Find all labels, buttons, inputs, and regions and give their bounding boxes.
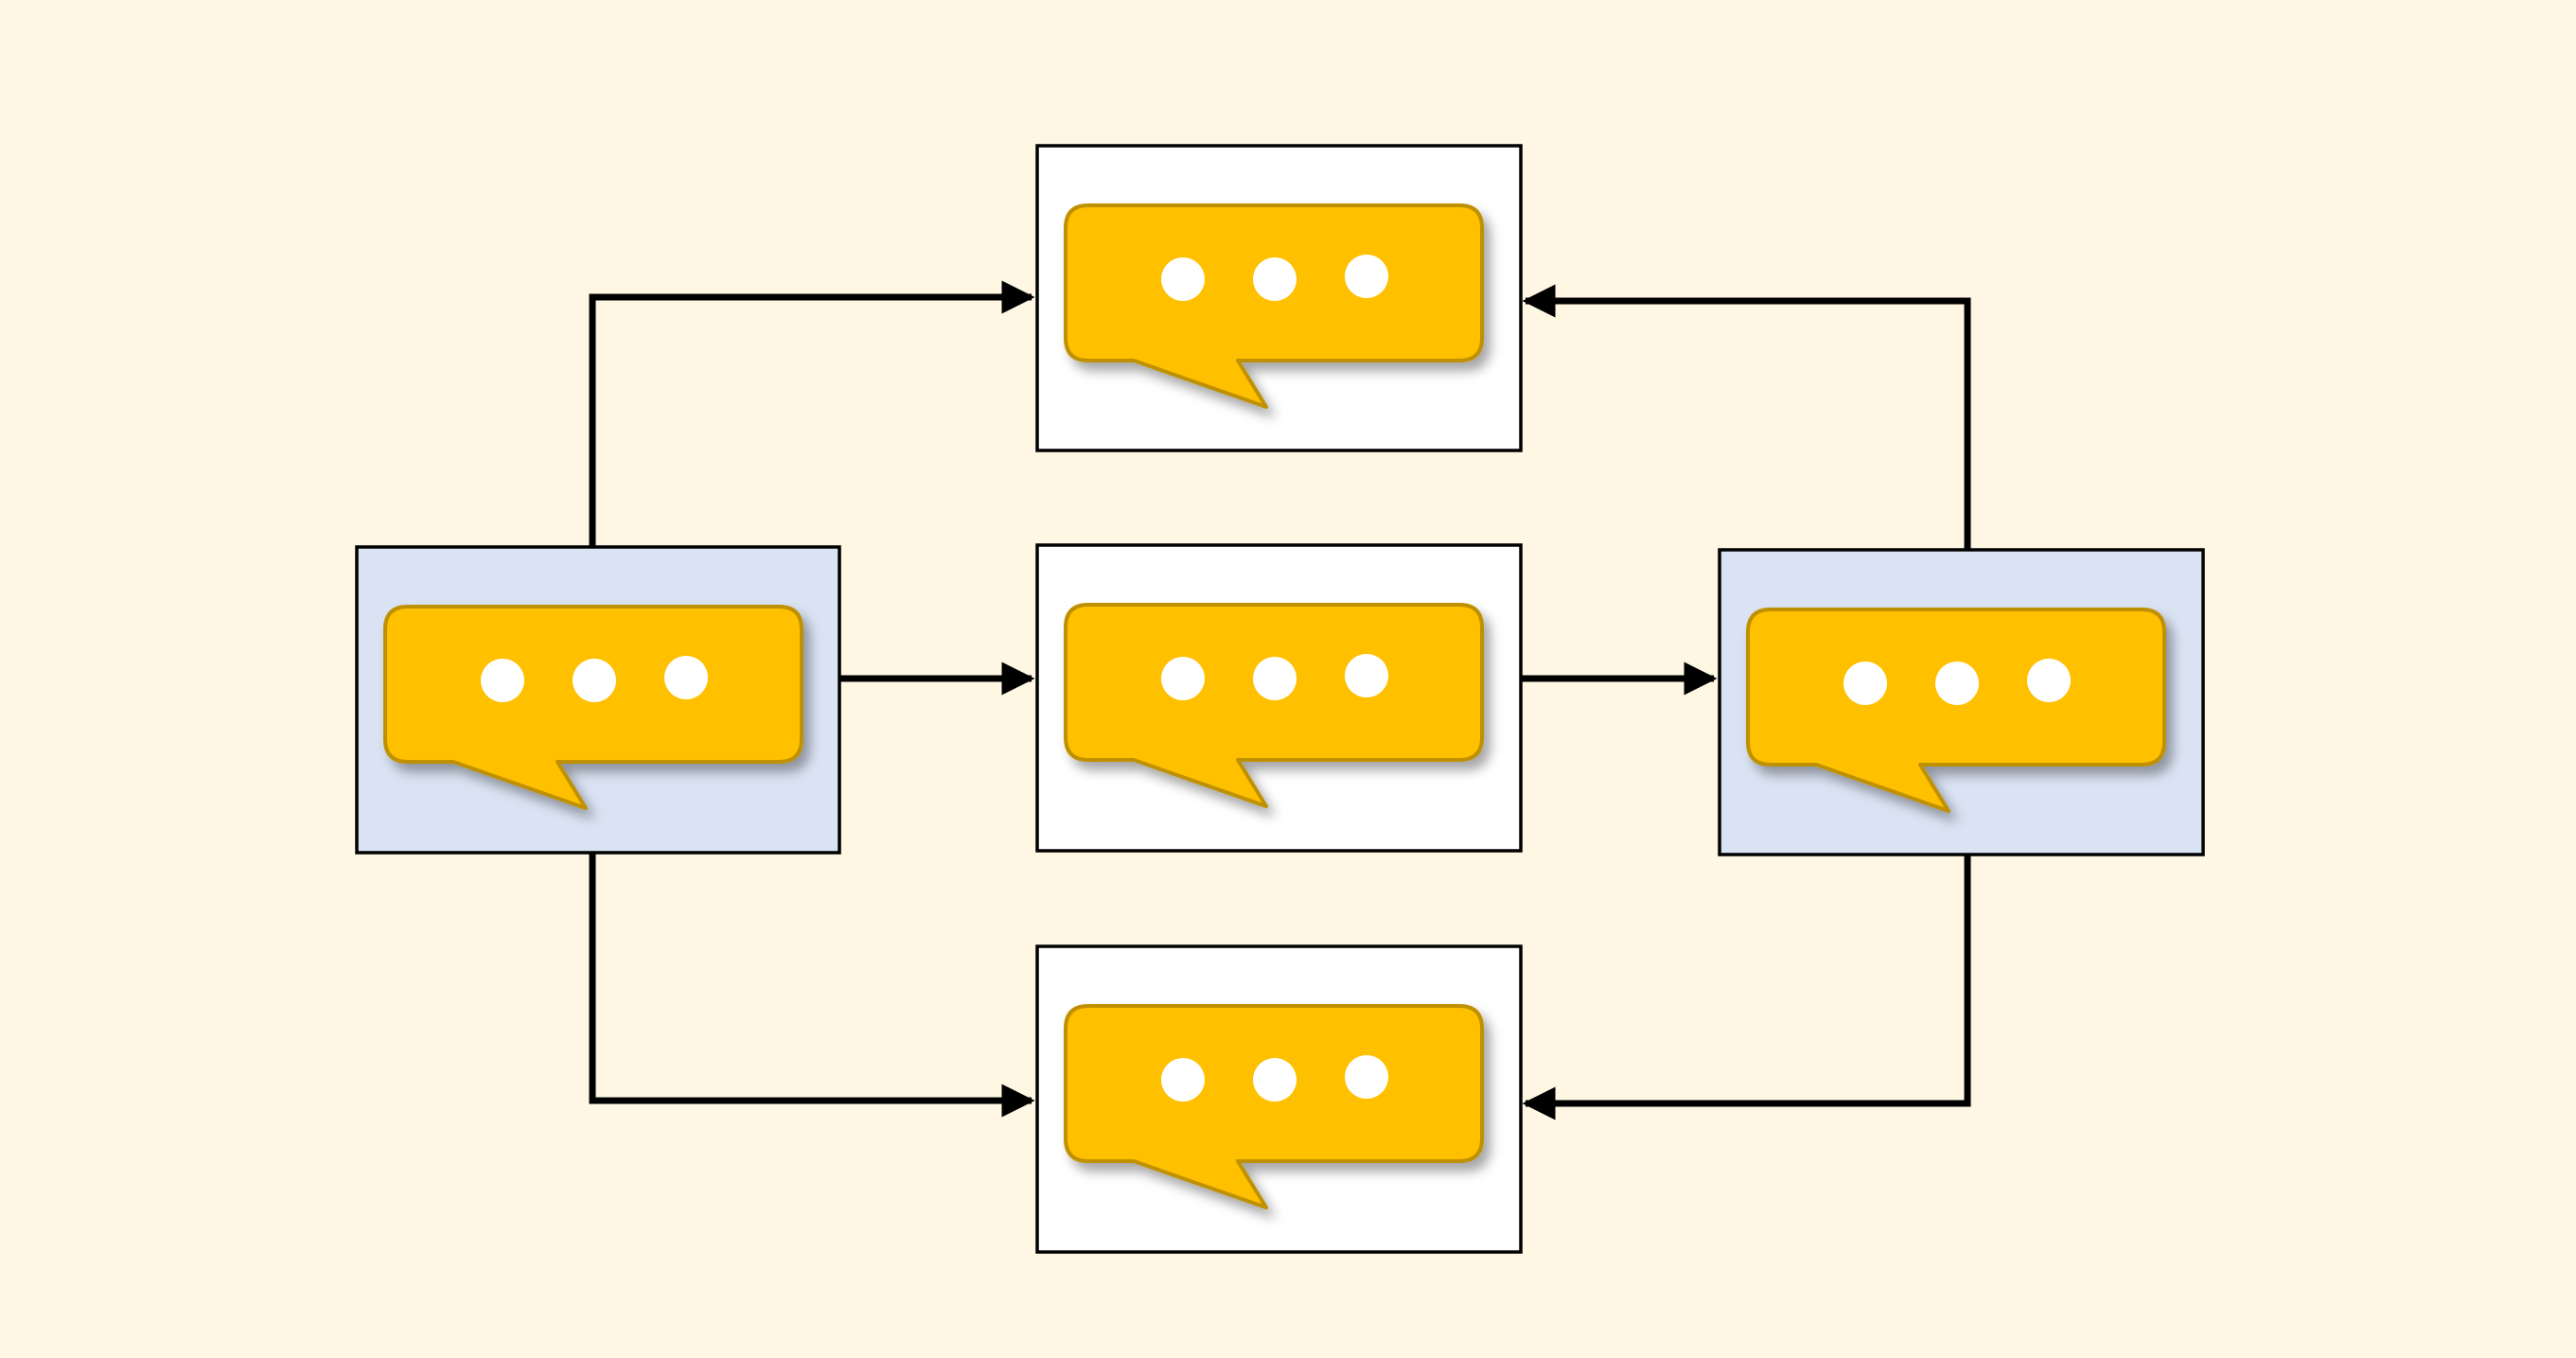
speech-bubble-icon [383, 605, 803, 810]
node-left [355, 545, 841, 855]
bubble-dot [1844, 661, 1887, 705]
bubble-dot [1161, 657, 1205, 700]
bubble-dot [1161, 1058, 1205, 1102]
speech-bubble-shape [1064, 603, 1484, 808]
speech-bubble-shape [1746, 608, 2166, 813]
speech-bubble-icon [1064, 203, 1484, 409]
bubble-dot [664, 656, 708, 699]
arrow-right-to-bottom [1522, 855, 1971, 1120]
speech-bubble-icon [1746, 608, 2166, 813]
bubble-dot [1161, 257, 1205, 301]
speech-bubble-shape [383, 605, 803, 810]
node-top [1035, 144, 1523, 452]
speech-bubble-icon [1064, 1004, 1484, 1209]
bubble-dot [2027, 659, 2071, 702]
bubble-dot [1253, 1058, 1297, 1102]
node-bottom [1035, 944, 1523, 1254]
speech-bubble-shape [1064, 1004, 1484, 1209]
bubble-dot [1345, 654, 1388, 697]
nodes [355, 144, 2205, 1254]
arrow-right-to-top [1522, 284, 1971, 550]
bubble-dot [573, 659, 616, 702]
bubble-dot [1253, 257, 1297, 301]
arrow-left-to-bottom [589, 853, 1035, 1118]
speech-bubble-shape [1064, 203, 1484, 409]
connectors [589, 280, 1971, 1120]
bubble-dot [1253, 657, 1297, 700]
bubble-dot [481, 659, 524, 702]
bubble-dot [1345, 1055, 1388, 1099]
bubble-dot [1345, 255, 1388, 298]
speech-bubble-icon [1064, 603, 1484, 808]
bubble-dot [1935, 661, 1979, 705]
arrow-left-to-top [589, 280, 1035, 547]
node-right [1718, 548, 2205, 856]
node-middle [1035, 543, 1523, 853]
